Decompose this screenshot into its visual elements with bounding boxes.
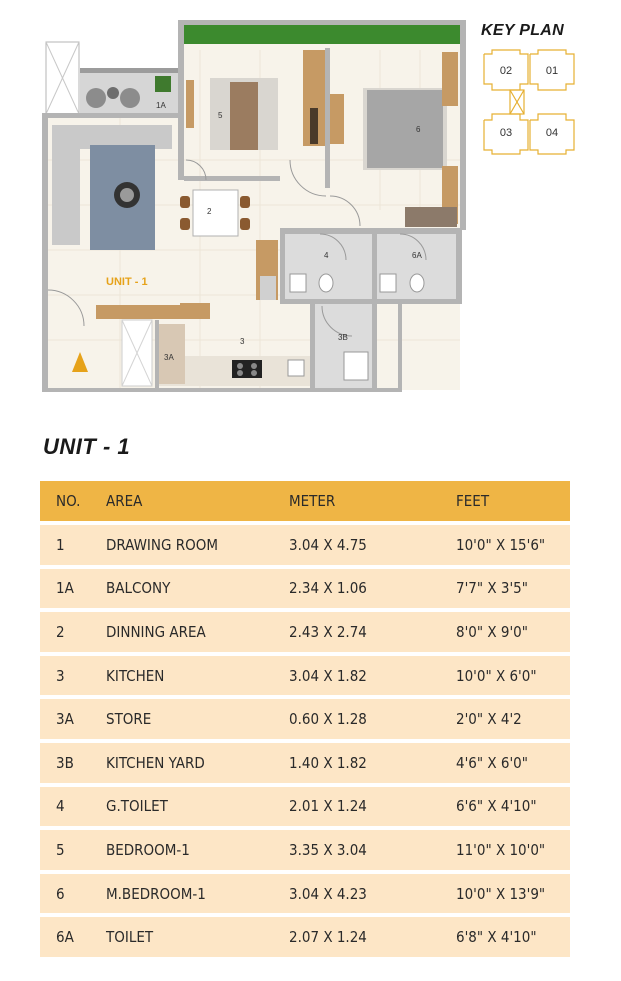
cell-no: 3 [56,666,65,685]
unit-label: UNIT - 1 [106,276,148,288]
room-label-4: 4 [324,251,329,260]
cell-area: KITCHEN YARD [106,753,205,772]
cell-feet: 10'0" X 15'6" [456,535,546,554]
cell-meter: 2.07 X 1.24 [289,928,367,947]
room-label-3b: 3B [338,333,348,342]
walls [42,20,466,392]
room-label-5: 5 [218,111,223,120]
table-row: 1 DRAWING ROOM 3.04 X 4.75 10'0" X 15'6" [40,525,570,565]
room-label-3a: 3A [164,353,174,362]
table-row: 1A BALCONY 2.34 X 1.06 7'7" X 3'5" [40,568,570,609]
cell-meter: 0.60 X 1.28 [289,710,367,729]
cell-meter: 3.35 X 3.04 [289,840,367,859]
table-row: 6 M.BEDROOM-1 3.04 X 4.23 10'0" X 13'9" [40,873,570,914]
cell-feet: 10'0" X 6'0" [456,666,537,685]
table-row: 3A STORE 0.60 X 1.28 2'0" X 4'2 [40,699,570,739]
table-row: 3B KITCHEN YARD 1.40 X 1.82 4'6" X 6'0" [40,742,570,783]
column-header-feet: FEET [456,492,490,510]
cell-meter: 3.04 X 4.23 [289,884,367,903]
key-plan-unit-01: 01 [546,65,558,77]
area-table: NO. AREA METER FEET 1 DRAWING ROOM 3.04 X … [40,477,570,961]
table-row: 4 G.TOILET 2.01 X 1.24 6'6" X 4'10" [40,786,570,827]
stove-icon [232,360,262,378]
table-row: 2 DINNING AREA 2.43 X 2.74 8'0" X 9'0" [40,612,570,652]
cell-no: 6 [56,884,65,903]
cell-meter: 3.04 X 1.82 [289,666,367,685]
room-label-1a: 1A [156,101,166,110]
cell-area: STORE [106,710,152,729]
room-label-6: 6 [416,125,421,134]
cell-meter: 3.04 X 4.75 [289,535,367,554]
floor-plan: 1A 2 3 3A 3B 4 5 6 6A UNIT - 1 02 01 03 … [42,20,575,392]
column-header-area: AREA [106,492,143,510]
table-row: 6A TOILET 2.07 X 1.24 6'8" X 4'10" [40,917,570,957]
cell-area: G.TOILET [106,797,168,816]
key-plan-unit-02: 02 [500,65,512,77]
cell-area: DINNING AREA [106,622,206,641]
cell-no: 4 [56,797,65,816]
column-header-meter: METER [289,492,336,510]
cell-meter: 2.01 X 1.24 [289,797,367,816]
cell-meter: 2.43 X 2.74 [289,622,367,641]
unit-heading: UNIT - 1 [43,434,131,459]
key-plan-unit-04: 04 [546,127,558,139]
key-plan-diagram [483,49,575,155]
cell-no: 3B [56,753,74,772]
cell-meter: 1.40 X 1.82 [289,753,367,772]
cell-meter: 2.34 X 1.06 [289,579,367,598]
cell-no: 3A [56,710,74,729]
table-row: 5 BEDROOM-1 3.35 X 3.04 11'0" X 10'0" [40,830,570,870]
garden-strip [184,24,462,44]
plant-icon [155,76,171,92]
cell-feet: 6'6" X 4'10" [456,797,537,816]
floor-plan-section: 1A 2 3 3A 3B 4 5 6 6A UNIT - 1 02 01 03 … [0,0,621,400]
key-plan-title: KEY PLAN [481,22,565,39]
cell-feet: 4'6" X 6'0" [456,753,528,772]
cell-no: 5 [56,840,65,859]
north-arrow-icon [72,352,88,372]
cell-feet: 2'0" X 4'2 [456,710,522,729]
cell-area: TOILET [106,928,154,947]
cell-feet: 11'0" X 10'0" [456,840,546,859]
cell-no: 2 [56,622,65,641]
column-header-no: NO. [56,492,81,510]
cell-area: BEDROOM-1 [106,840,190,859]
room-label-6a: 6A [412,251,422,260]
table-header-row: NO. AREA METER FEET [40,481,570,521]
cell-no: 6A [56,928,74,947]
cell-area: KITCHEN [106,666,165,685]
door-swings [47,159,427,337]
cell-feet: 7'7" X 3'5" [456,579,528,598]
cell-area: M.BEDROOM-1 [106,884,206,903]
cell-no: 1A [56,579,74,598]
cell-no: 1 [56,535,65,554]
cell-area: DRAWING ROOM [106,535,218,554]
room-label-2: 2 [207,207,212,216]
wardrobe [303,50,325,146]
key-plan-unit-03: 03 [500,127,512,139]
tv-unit [96,305,180,319]
dining-table [192,189,239,237]
cell-feet: 10'0" X 13'9" [456,884,546,903]
cell-feet: 8'0" X 9'0" [456,622,528,641]
room-label-3: 3 [240,337,245,346]
table-row: 3 KITCHEN 3.04 X 1.82 10'0" X 6'0" [40,655,570,696]
store-room [159,324,185,384]
cell-feet: 6'8" X 4'10" [456,928,537,947]
cell-area: BALCONY [106,579,171,598]
